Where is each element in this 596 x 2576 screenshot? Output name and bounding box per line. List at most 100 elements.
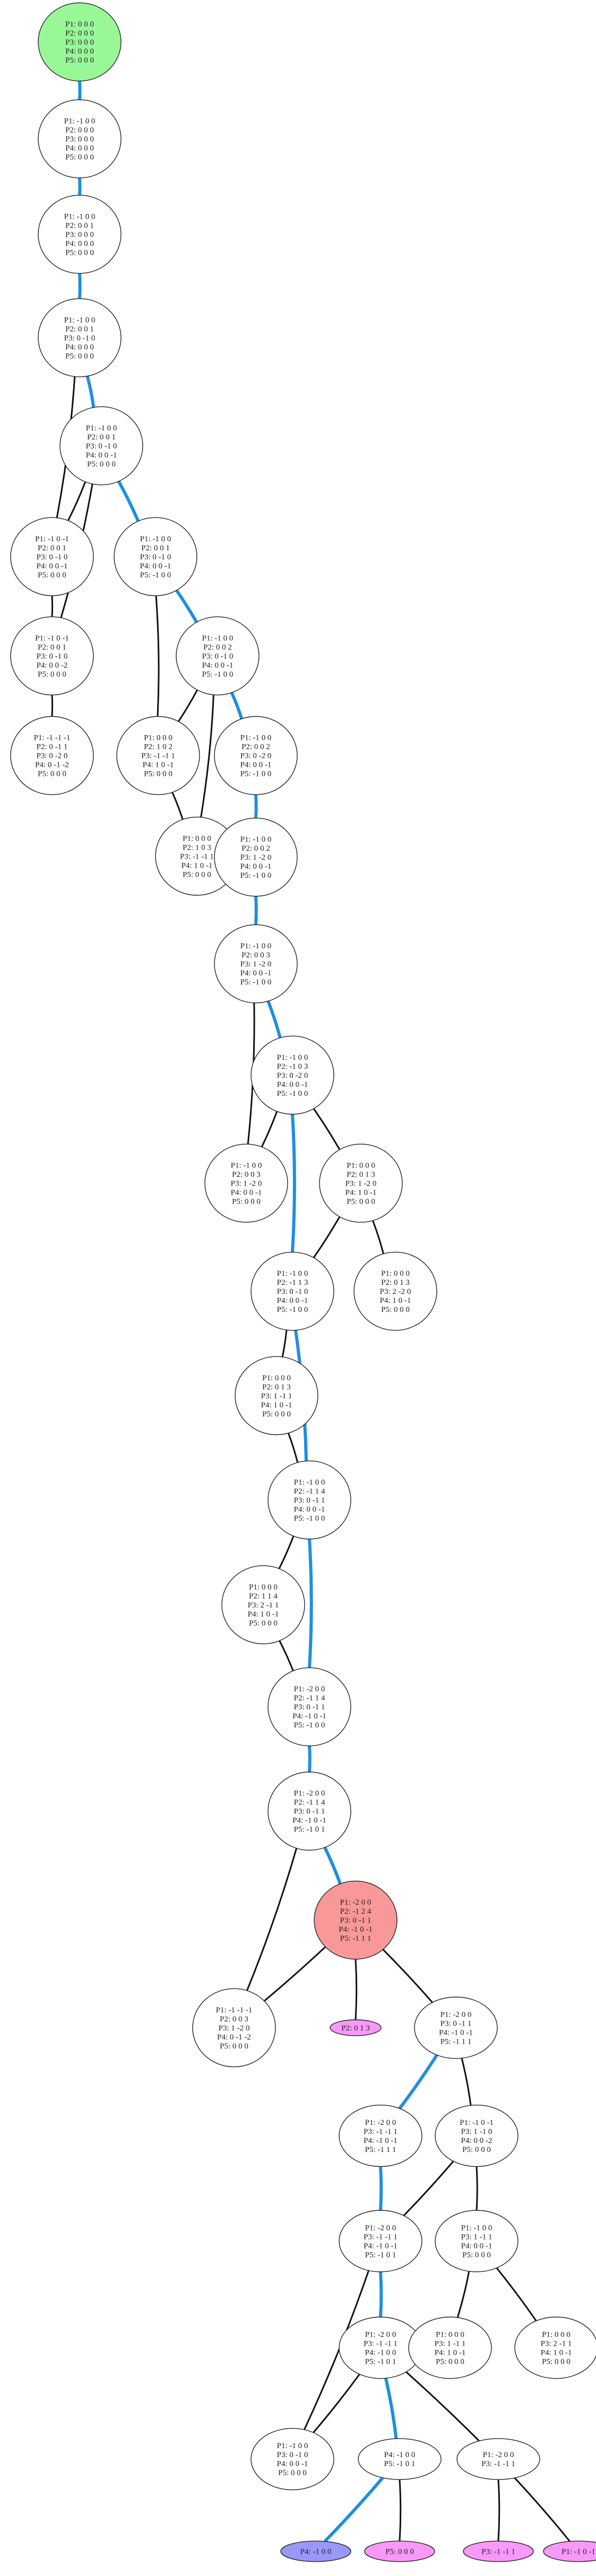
node-label-line: P2: 0 0 2 xyxy=(203,643,232,652)
node-label-line: P5: -1 1 1 xyxy=(440,2037,472,2046)
node-label-line: P5: 0 0 0 xyxy=(385,2548,414,2556)
node-label-line: P3: -1 -1 1 xyxy=(481,2460,515,2468)
state-node-n14[interactable]: P1: -1 0 0P2: 0 0 2P3: 1 -2 0P4: 0 0 -1P… xyxy=(214,817,298,897)
edge-n38-n41 xyxy=(399,2479,402,2542)
node-label-line: P3: -1 -1 1 xyxy=(364,2339,398,2348)
state-node-n7[interactable]: P1: -1 0 0P2: 0 0 1P3: 0 -1 0P4: 0 0 -1P… xyxy=(114,517,197,597)
node-label-line: P4: -1 0 -1 xyxy=(339,1925,373,1934)
edge-n33-n36 xyxy=(496,2267,537,2322)
state-node-n34[interactable]: P1: -2 0 0P3: -1 -1 1P4: -1 0 0P5: -1 0 … xyxy=(339,2316,422,2379)
state-node-n15[interactable]: P1: -1 0 0P2: 0 0 3P3: 1 -2 0P4: 0 0 -1P… xyxy=(214,924,298,1004)
node-label-line: P2: 0 0 3 xyxy=(232,1171,261,1179)
state-node-n9[interactable]: P1: -1 0 0P2: 0 0 2P3: 0 -1 0P4: 0 0 -1P… xyxy=(176,616,260,696)
state-node-n35[interactable]: P1: 0 0 0P3: 1 -1 1P4: 1 0 -1P5: 0 0 0 xyxy=(408,2316,492,2379)
state-node-n22[interactable]: P1: -1 0 0P2: -1 1 4P3: 0 -1 1P4: 0 0 -1… xyxy=(267,1460,351,1540)
state-node-n25[interactable]: P1: -2 0 0P2: -1 1 4P3: 0 -1 1P4: -1 0 -… xyxy=(267,1771,351,1851)
state-node-n10[interactable]: P1: -1 -1 -1P2: 0 -1 1P3: 0 -2 0P4: 0 -1… xyxy=(10,716,94,796)
node-label-line: P1: -2 0 0 xyxy=(365,2330,396,2339)
state-node-n24[interactable]: P1: -2 0 0P2: -1 1 4P3: 0 -1 1P4: -1 0 -… xyxy=(267,1667,351,1747)
node-label-line: P1: -1 -1 -1 xyxy=(216,2006,253,2015)
state-node-n26[interactable]: P1: -2 0 0P2: -1 2 4P3: 0 -1 1P4: -1 0 -… xyxy=(314,1880,398,1960)
node-ellipse xyxy=(330,2019,382,2036)
node-label-line: P5: 0 0 0 xyxy=(347,1198,375,1206)
state-node-n29[interactable]: P1: -2 0 0P3: 0 -1 1P4: -1 0 -1P5: -1 1 … xyxy=(414,1996,498,2059)
node-label-line: P1: 0 0 0 xyxy=(249,1583,278,1592)
node-ellipse xyxy=(280,2540,351,2562)
state-node-n32[interactable]: P1: -2 0 0P3: -1 -1 1P4: -1 0 -1P5: -1 0… xyxy=(339,2210,422,2272)
node-label-line: P1: -2 0 0 xyxy=(365,2119,396,2127)
node-ellipse xyxy=(10,616,94,696)
node-label-line: P5: 0 0 0 xyxy=(462,2251,491,2259)
node-label-line: P5: 0 0 0 xyxy=(220,2042,248,2051)
node-label-line: P3: 0 0 0 xyxy=(65,38,94,47)
node-label-line: P2: 0 1 3 xyxy=(341,2024,370,2033)
node-label-line: P4: -1 0 -1 xyxy=(292,1817,326,1825)
node-label-line: P4: -1 0 0 xyxy=(365,2348,396,2357)
state-node-n17[interactable]: P1: -1 0 0P2: 0 0 3P3: 1 -2 0P4: 0 0 -1P… xyxy=(204,1144,288,1223)
state-node-n19[interactable]: P1: -1 0 0P2: -1 1 3P3: 0 -1 0P4: 0 0 -1… xyxy=(251,1251,334,1331)
state-node-n40[interactable]: P4: -1 0 0 xyxy=(280,2540,351,2562)
node-label-line: P1: -1 0 0 xyxy=(64,316,96,324)
node-label-line: P3: 0 0 0 xyxy=(65,135,94,144)
node-label-line: P3: 0 -1 1 xyxy=(440,2019,472,2028)
state-node-n28[interactable]: P2: 0 1 3 xyxy=(330,2019,382,2036)
node-label-line: P2: 0 0 0 xyxy=(65,126,94,135)
state-node-n8[interactable]: P1: -1 0 -1P2: 0 0 1P3: 0 -1 0P4: 0 0 -2… xyxy=(10,616,94,696)
state-node-n20[interactable]: P1: 0 0 0P2: 0 1 3P3: 2 -2 0P4: 1 0 -1P5… xyxy=(353,1251,437,1331)
node-label-line: P2: 0 0 1 xyxy=(87,433,116,442)
node-label-line: P5: 0 0 0 xyxy=(65,56,94,65)
state-node-n41[interactable]: P5: 0 0 0 xyxy=(364,2540,435,2562)
state-node-n43[interactable]: P1: -1 0 -1 xyxy=(543,2540,596,2562)
node-label-line: P5: 0 0 0 xyxy=(542,2357,571,2366)
node-label-line: P3: -1 -1 1 xyxy=(180,852,214,861)
edge-n22-n24 xyxy=(308,1538,313,1668)
state-node-n27[interactable]: P1: -1 -1 -1P2: 0 0 3P3: 1 -2 0P4: 0 -1 … xyxy=(192,1988,276,2068)
node-label-line: P2: 0 0 1 xyxy=(65,222,94,230)
state-node-n1[interactable]: P1: 0 0 0P2: 0 0 0P3: 0 0 0P4: 0 0 0P5: … xyxy=(38,2,122,82)
state-node-n18[interactable]: P1: 0 0 0P2: 0 1 3P3: 1 -2 0P4: 1 0 -1P5… xyxy=(319,1144,403,1223)
state-node-n13[interactable]: P1: 0 0 0P2: 1 0 3P3: -1 -1 1P4: 1 0 -1P… xyxy=(155,816,239,896)
state-node-n3[interactable]: P1: -1 0 0P2: 0 0 1P3: 0 0 0P4: 0 0 0P5:… xyxy=(38,195,122,274)
node-label-line: P3: 0 -1 0 xyxy=(277,2451,308,2459)
state-node-n39[interactable]: P1: -2 0 0P3: -1 -1 1 xyxy=(456,2438,540,2480)
state-node-n23[interactable]: P1: 0 0 0P2: 1 1 4P3: 2 -1 1P4: 1 0 -1P5… xyxy=(221,1565,305,1645)
node-ellipse xyxy=(214,716,298,796)
node-ellipse xyxy=(414,1996,498,2059)
state-node-n2[interactable]: P1: -1 0 0P2: 0 0 0P3: 0 0 0P4: 0 0 0P5:… xyxy=(38,99,122,179)
state-node-n31[interactable]: P1: -1 0 -1P3: 1 -1 0P4: 0 0 -2P5: 0 0 0 xyxy=(435,2104,519,2167)
edge-n15-n16 xyxy=(266,1000,282,1039)
node-label-line: P4: 0 0 0 xyxy=(65,343,94,351)
state-node-n21[interactable]: P1: 0 0 0P2: 0 1 3P3: 1 -1 1P4: 1 0 -1P5… xyxy=(235,1356,318,1436)
state-node-n5[interactable]: P1: -1 0 0P2: 0 0 1P3: 0 -1 0P4: 0 0 -1P… xyxy=(59,406,143,486)
state-node-n38[interactable]: P4: -1 0 0P5: -1 0 1 xyxy=(358,2438,442,2480)
node-label-line: P5: -1 0 1 xyxy=(294,1826,325,1834)
node-label-line: P3: 0 -1 1 xyxy=(294,1703,325,1711)
state-node-n12[interactable]: P1: -1 0 0P2: 0 0 2P3: 0 -2 0P4: 0 0 -1P… xyxy=(214,716,298,796)
node-label-line: P2: -1 1 3 xyxy=(277,1278,308,1287)
node-label-line: P2: 0 0 3 xyxy=(241,951,270,959)
node-label-line: P1: 0 0 0 xyxy=(262,1374,291,1382)
state-node-n33[interactable]: P1: -1 0 0P3: 1 -1 1P4: 0 0 -1P5: 0 0 0 xyxy=(435,2210,519,2272)
node-label-line: P5: 0 0 0 xyxy=(144,770,172,779)
node-label-line: P5: 0 0 0 xyxy=(232,1198,261,1206)
state-node-n4[interactable]: P1: -1 0 0P2: 0 0 1P3: 0 -1 0P4: 0 0 0P5… xyxy=(38,298,122,377)
node-label-line: P1: -2 0 0 xyxy=(294,1790,325,1798)
state-node-n42[interactable]: P3: -1 -1 1 xyxy=(463,2540,534,2562)
node-label-line: P4: 1 0 -1 xyxy=(541,2348,572,2357)
state-node-n37[interactable]: P1: -1 0 0P3: 0 -1 0P4: 0 0 -1P5: 0 0 0 xyxy=(251,2428,334,2491)
node-label-line: P4: 0 0 -1 xyxy=(231,1189,262,1197)
node-label-line: P1: -2 0 0 xyxy=(294,1685,325,1693)
state-node-n6[interactable]: P1: -1 0 -1P2: 0 0 1P3: 0 -1 0P4: 0 0 -1… xyxy=(10,517,94,597)
node-label-line: P1: -1 0 0 xyxy=(202,634,234,643)
node-label-line: P4: 1 0 -1 xyxy=(435,2348,466,2357)
state-node-n16[interactable]: P1: -1 0 0P2: -1 0 3P3: 0 -2 0P4: 0 0 -1… xyxy=(251,1035,334,1115)
state-node-n36[interactable]: P1: 0 0 0P3: 2 -1 1P4: 1 0 -1P5: 0 0 0 xyxy=(514,2316,596,2379)
state-node-n11[interactable]: P1: 0 0 0P2: 1 0 2P3: -1 -1 1P4: 1 0 -1P… xyxy=(116,716,200,796)
node-label-line: P1: 0 0 0 xyxy=(65,20,94,29)
node-label-line: P5: 0 0 0 xyxy=(87,460,116,469)
node-label-line: P5: 0 0 0 xyxy=(65,153,94,162)
node-ellipse xyxy=(38,2,122,82)
node-label-line: P4: 1 0 -1 xyxy=(345,1189,377,1197)
node-label-line: P3: 0 -1 0 xyxy=(140,553,171,561)
state-node-n30[interactable]: P1: -2 0 0P3: -1 -1 1P4: -1 0 -1P5: -1 1… xyxy=(339,2104,422,2167)
